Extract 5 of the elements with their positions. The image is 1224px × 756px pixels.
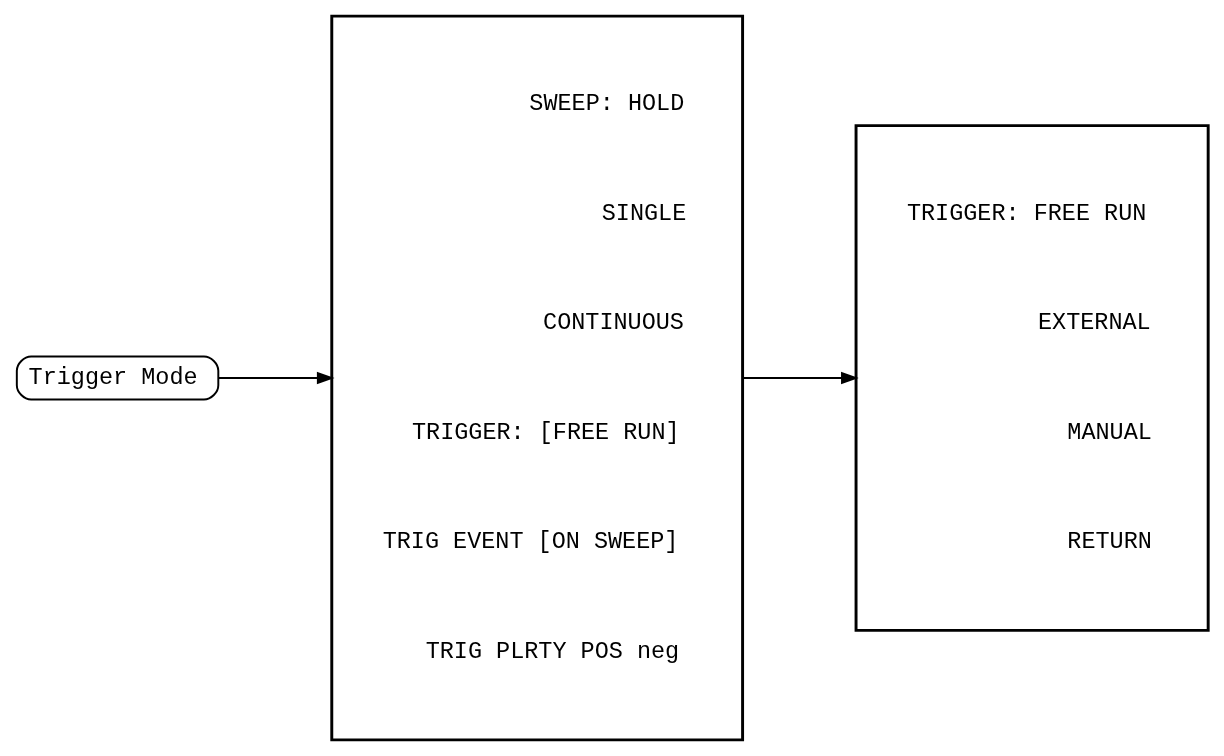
node-box: SWEEP: HOLD SINGLE CONTINUOUS TRIGGER: [FREE RUN] TRIG EVENT [ON SWEEP] TRIG PLRTY POS neg: [329, 14, 744, 742]
node-box: Trigger Mode: [15, 355, 219, 401]
arrow: [741, 371, 859, 385]
node-box: TRIGGER: FREE RUN EXTERNAL MANUAL RETURN: [854, 124, 1210, 632]
arrow: [217, 371, 335, 385]
